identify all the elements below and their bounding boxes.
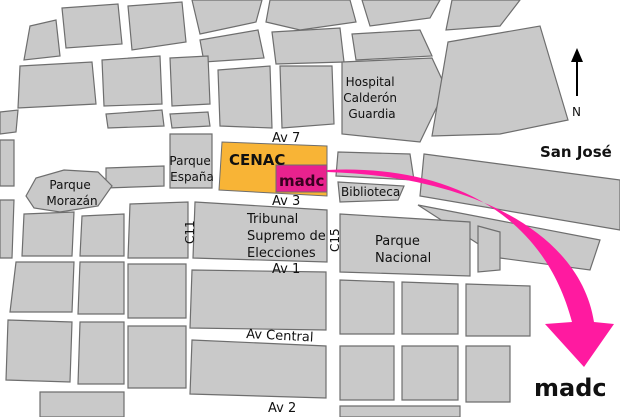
block <box>271 27 345 65</box>
block <box>101 55 163 107</box>
block <box>401 281 459 335</box>
block <box>341 57 447 143</box>
madc-small-label: madc <box>279 172 324 190</box>
block <box>9 261 75 313</box>
direction-arrow <box>327 169 614 367</box>
street-c15: C15 <box>328 228 342 252</box>
cenac-label: CENAC <box>229 151 285 169</box>
north-arrow-icon <box>571 48 583 96</box>
block <box>105 165 165 189</box>
block <box>127 263 187 319</box>
street-av7: Av 7 <box>272 131 300 146</box>
block <box>339 345 395 401</box>
block <box>477 225 501 273</box>
city-label: San José <box>540 143 612 161</box>
block <box>337 181 405 203</box>
tse-label: Tribunal Supremo de Elecciones <box>246 212 330 261</box>
block <box>465 283 531 337</box>
block <box>431 25 569 137</box>
block <box>192 201 328 263</box>
block <box>0 199 15 259</box>
biblioteca-label: Biblioteca <box>341 185 400 199</box>
parque-nacional-label: Parque Nacional <box>375 234 431 266</box>
parque-morazan-block <box>25 169 113 213</box>
block <box>339 405 461 417</box>
block <box>169 111 211 129</box>
street-av-central: Av Central <box>246 327 314 346</box>
block <box>217 65 273 129</box>
block <box>77 321 125 385</box>
block <box>127 201 189 259</box>
block <box>445 0 521 31</box>
block <box>339 279 395 335</box>
parque-morazan-label: Parque Morazán <box>46 178 97 208</box>
block <box>23 19 61 61</box>
block <box>361 0 441 27</box>
block <box>191 0 263 35</box>
block <box>0 109 19 135</box>
block <box>199 29 265 63</box>
street-av1: Av 1 <box>272 262 300 277</box>
parque-espana-label: Parque España <box>169 154 214 184</box>
street-av2: Av 2 <box>268 401 296 416</box>
block <box>127 1 187 51</box>
block <box>189 339 327 399</box>
madc-building <box>275 164 328 193</box>
north-label: N <box>572 105 581 119</box>
block <box>351 29 433 61</box>
block <box>169 55 211 107</box>
block <box>105 109 165 129</box>
block <box>169 133 213 189</box>
street-c11: C11 <box>183 220 197 244</box>
block <box>39 391 125 417</box>
block <box>77 261 125 315</box>
block <box>17 61 97 109</box>
block <box>127 325 187 389</box>
block <box>189 269 327 331</box>
street-av3: Av 3 <box>272 194 300 209</box>
hospital-label: Hospital Calderón Guardia <box>343 75 401 121</box>
block <box>21 211 75 257</box>
block <box>339 213 471 277</box>
block <box>79 213 125 257</box>
block <box>265 0 357 31</box>
block <box>279 65 335 129</box>
block <box>465 345 511 403</box>
block <box>0 139 15 187</box>
block <box>5 319 73 383</box>
block <box>61 3 123 49</box>
block <box>401 345 459 401</box>
madc-big-label: madc <box>534 374 607 402</box>
